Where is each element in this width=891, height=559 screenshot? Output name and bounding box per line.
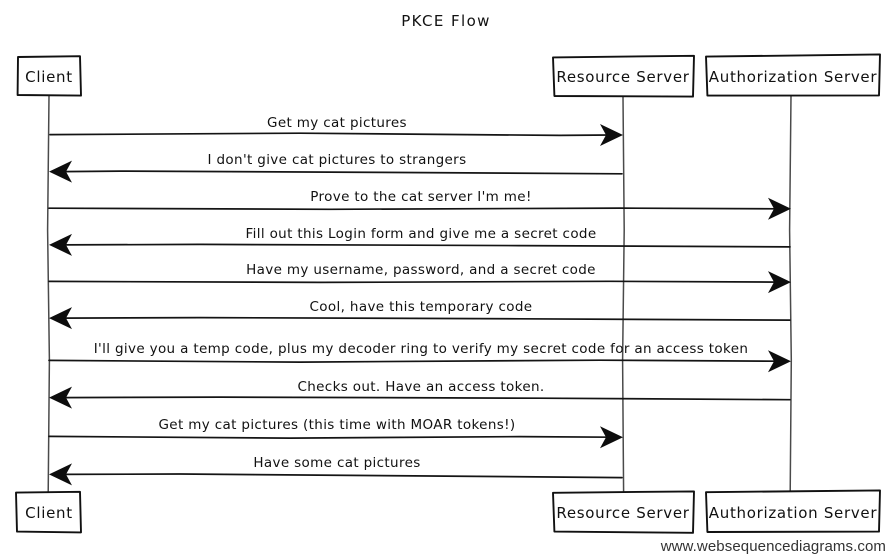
arrow-head-left-8: [49, 386, 72, 409]
message-row-4: Fill out this Login form and give me a s…: [49, 226, 791, 256]
message-label-3: Prove to the cat server I'm me!: [310, 189, 531, 205]
participant-label-resource-server-bottom: Resource Server: [556, 504, 689, 522]
participant-label-authorization-server-bottom: Authorization Server: [709, 504, 878, 522]
arrow-head-left-6: [49, 307, 72, 330]
participant-box-authorization-server-bottom[interactable]: Authorization Server: [705, 489, 881, 533]
message-row-3: Prove to the cat server I'm me!: [48, 189, 791, 220]
participant-box-authorization-server-top[interactable]: Authorization Server: [705, 53, 881, 97]
message-label-9: Get my cat pictures (this time with MOAR…: [158, 417, 515, 433]
participant-box-shape: [705, 489, 881, 533]
participant-box-shape: [705, 53, 881, 97]
message-row-1: Get my cat pictures: [49, 115, 623, 146]
participant-box-shape: [16, 55, 82, 97]
participant-label-resource-server-top: Resource Server: [556, 68, 689, 86]
participant-box-shape: [15, 490, 82, 534]
lifeline-resource-server: [621, 96, 625, 493]
arrow-head-right-9: [600, 426, 623, 449]
message-line-8: [61, 396, 791, 401]
participant-label-client-top: Client: [25, 68, 73, 86]
participant-box-resource-server-bottom[interactable]: Resource Server: [552, 490, 695, 534]
watermark-label: www.websequencediagrams.com: [660, 538, 886, 555]
arrow-head-right-3: [768, 197, 791, 220]
arrow-head-left-10: [49, 463, 72, 486]
message-label-2: I don't give cat pictures to strangers: [208, 152, 467, 168]
arrow-head-right-5: [768, 271, 791, 294]
participant-box-resource-server-top[interactable]: Resource Server: [552, 54, 695, 98]
participant-box-shape: [552, 490, 695, 534]
message-label-5: Have my username, password, and a secret…: [246, 262, 596, 278]
message-row-5: Have my username, password, and a secret…: [48, 262, 791, 294]
message-row-7: I'll give you a temp code, plus my decod…: [48, 341, 791, 373]
message-row-6: Cool, have this temporary code: [49, 299, 791, 330]
participant-box-client-bottom[interactable]: Client: [15, 490, 82, 534]
message-line-5: [48, 280, 780, 284]
message-label-6: Cool, have this temporary code: [310, 299, 533, 315]
message-label-4: Fill out this Login form and give me a s…: [246, 226, 597, 242]
message-line-4: [61, 243, 791, 248]
message-line-1: [49, 132, 612, 137]
message-row-10: Have some cat pictures: [49, 455, 623, 486]
message-row-8: Checks out. Have an access token.: [49, 379, 791, 409]
message-row-9: Get my cat pictures (this time with MOAR…: [48, 417, 623, 449]
message-line-10: [61, 473, 623, 479]
message-line-6: [61, 316, 791, 321]
message-line-7: [48, 359, 780, 363]
message-label-7: I'll give you a temp code, plus my decod…: [94, 341, 749, 357]
message-label-10: Have some cat pictures: [253, 455, 420, 471]
message-line-2: [61, 170, 623, 175]
arrow-head-right-7: [768, 350, 791, 373]
arrow-head-left-2: [49, 160, 72, 183]
message-line-3: [48, 207, 780, 211]
participant-label-authorization-server-top: Authorization Server: [709, 68, 878, 86]
lifeline-authorization-server: [788, 95, 793, 493]
arrow-head-right-1: [600, 124, 623, 146]
participant-box-client-top[interactable]: Client: [16, 55, 82, 97]
message-row-2: I don't give cat pictures to strangers: [49, 152, 623, 183]
participant-label-client-bottom: Client: [25, 504, 73, 522]
diagram-title: PKCE Flow: [401, 12, 491, 30]
participant-box-shape: [552, 54, 695, 98]
arrow-head-left-4: [49, 233, 72, 256]
message-label-8: Checks out. Have an access token.: [297, 379, 544, 395]
message-label-1: Get my cat pictures: [267, 115, 407, 131]
message-line-9: [48, 435, 612, 439]
lifeline-client: [46, 95, 51, 494]
